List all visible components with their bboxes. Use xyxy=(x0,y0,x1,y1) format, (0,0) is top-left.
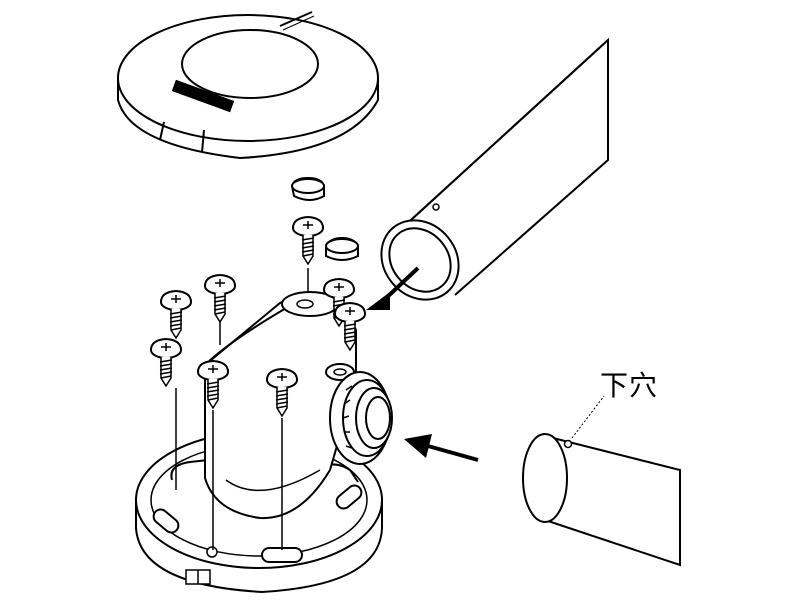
lower-hole-label: 下穴 xyxy=(600,369,659,402)
screw-cap-left xyxy=(290,176,325,201)
pipe-hole xyxy=(432,203,440,211)
guide-lines xyxy=(175,268,357,550)
upper-pipe xyxy=(380,37,609,301)
screw-2 xyxy=(160,290,192,339)
screw-top-left xyxy=(292,216,324,265)
brand-plate xyxy=(171,79,235,113)
side-socket xyxy=(329,371,393,465)
screw-1 xyxy=(204,274,236,323)
cover-cap xyxy=(117,11,379,160)
screw-3 xyxy=(150,338,182,387)
lower-hole-mark xyxy=(563,439,573,449)
lower-pipe xyxy=(522,395,681,567)
arrow-left xyxy=(404,434,479,462)
screw-cap-right xyxy=(325,236,359,261)
arrow-down xyxy=(366,266,420,310)
